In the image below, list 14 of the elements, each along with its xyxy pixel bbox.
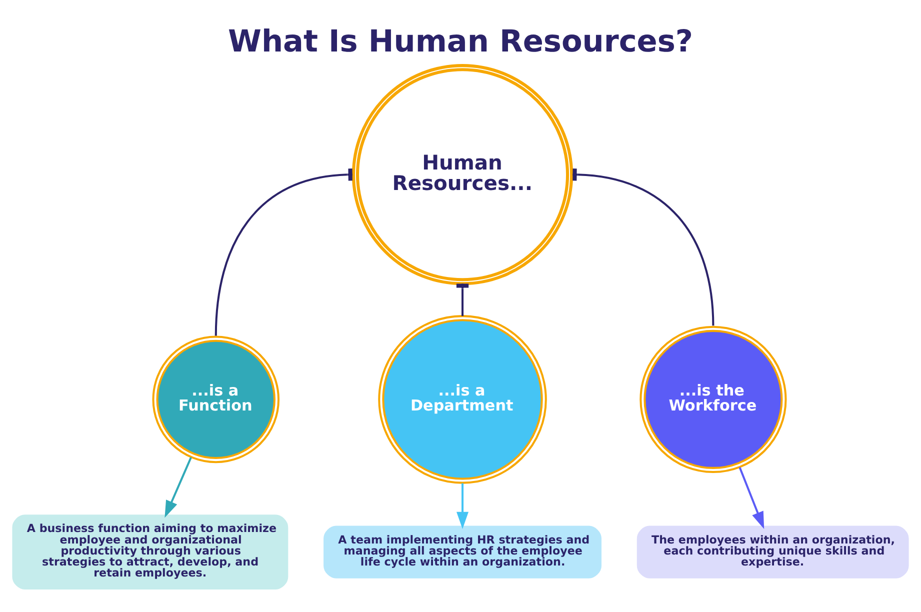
- node-box: The employees within an organization, each contributing unique skills and expertise.: [636, 525, 909, 578]
- node-box: A business function aiming to maximize employee and organizational productivity through various strategies to attract, develop, and retain employees.: [12, 514, 288, 589]
- connector: [456, 283, 469, 316]
- arrow: [738, 466, 764, 528]
- arrow: [456, 482, 469, 529]
- node-circle: ...is the Workforce: [640, 325, 787, 472]
- node-box: A team implementing HR strategies and managing all aspects of the employee life cycle within an organization.: [324, 525, 602, 578]
- connector: [214, 168, 352, 336]
- diagram-title: What Is Human Resources?: [228, 24, 693, 59]
- connector: [572, 168, 714, 326]
- node-circle: Human Resources...: [352, 64, 574, 285]
- arrow: [164, 456, 192, 518]
- node-circle: ...is a Department: [378, 314, 547, 484]
- node-circle: ...is a Function: [152, 335, 280, 463]
